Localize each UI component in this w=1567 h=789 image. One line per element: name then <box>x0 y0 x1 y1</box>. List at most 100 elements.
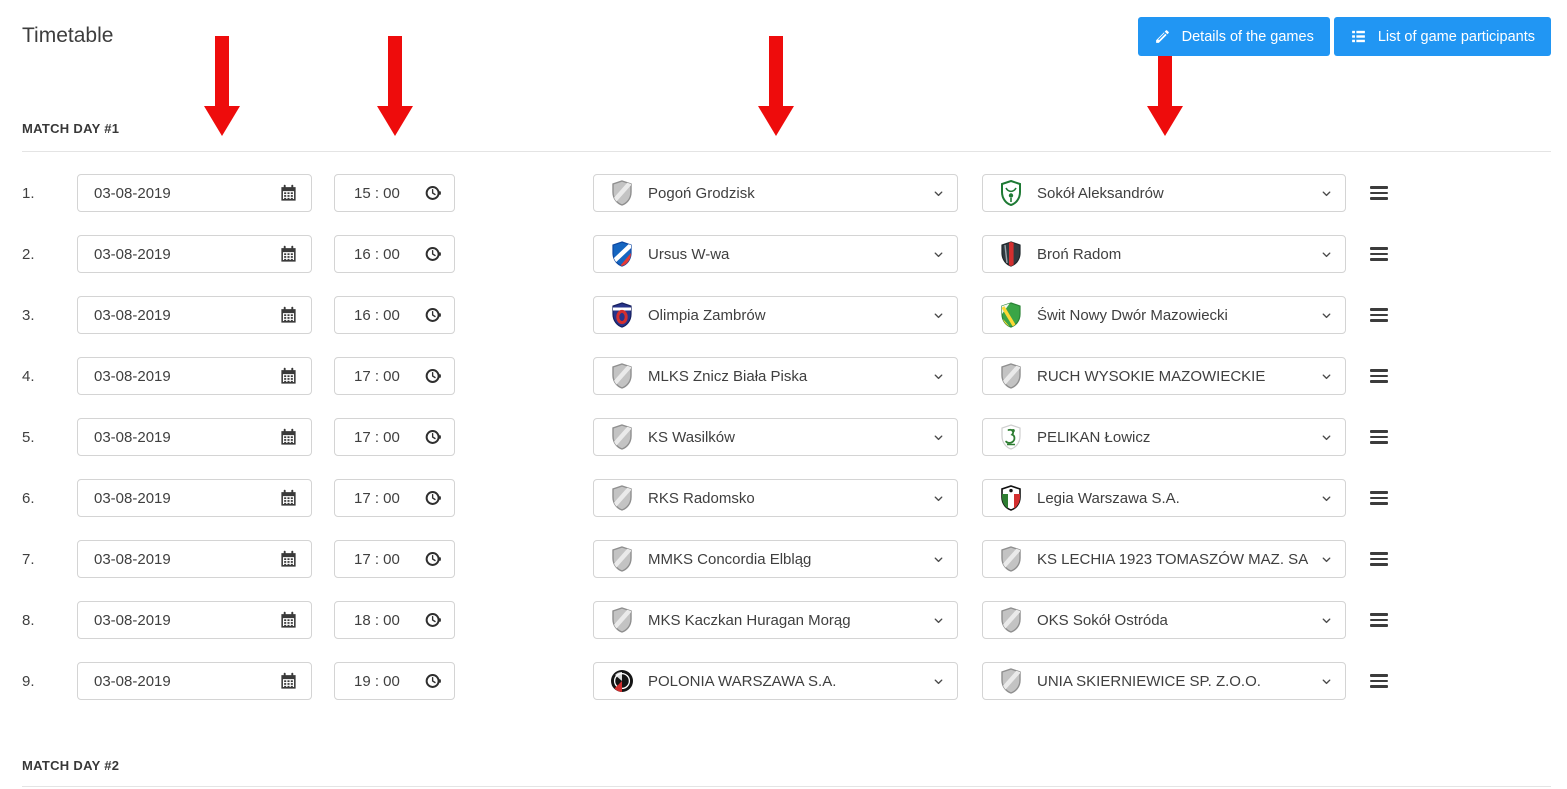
time-value: 19 : 00 <box>354 672 400 690</box>
calendar-icon[interactable] <box>279 245 298 264</box>
away-team-select[interactable]: Broń Radom <box>982 235 1346 273</box>
drag-handle-icon[interactable] <box>1370 308 1388 322</box>
clock-icon[interactable] <box>424 611 442 629</box>
date-input[interactable]: 03-08-2019 <box>77 662 312 700</box>
home-team-name: RKS Radomsko <box>648 489 755 507</box>
clock-icon[interactable] <box>424 672 442 690</box>
date-input[interactable]: 03-08-2019 <box>77 418 312 456</box>
chevron-down-icon <box>932 309 945 322</box>
clock-icon[interactable] <box>424 367 442 385</box>
home-team-name: MLKS Znicz Biała Piska <box>648 367 808 385</box>
calendar-icon[interactable] <box>279 550 298 569</box>
drag-handle-icon[interactable] <box>1370 674 1388 688</box>
match-number: 9. <box>22 672 35 690</box>
chevron-down-icon <box>932 675 945 688</box>
time-value: 16 : 00 <box>354 306 400 324</box>
date-input[interactable]: 03-08-2019 <box>77 540 312 578</box>
calendar-icon[interactable] <box>279 184 298 203</box>
date-input[interactable]: 03-08-2019 <box>77 357 312 395</box>
away-team-select[interactable]: Legia Warszawa S.A. <box>982 479 1346 517</box>
date-input[interactable]: 03-08-2019 <box>77 601 312 639</box>
chevron-down-icon <box>1320 187 1333 200</box>
match-number: 6. <box>22 489 35 507</box>
match-row: 9. 03-08-2019 19 : 00 POLONIA WARSZAWA S… <box>0 662 1567 700</box>
home-team-select[interactable]: MLKS Znicz Biała Piska <box>593 357 958 395</box>
date-input[interactable]: 03-08-2019 <box>77 479 312 517</box>
home-team-select[interactable]: Olimpia Zambrów <box>593 296 958 334</box>
calendar-icon[interactable] <box>279 672 298 691</box>
chevron-down-icon <box>1320 492 1333 505</box>
red-arrow-annotation-time <box>377 36 413 136</box>
away-team-crest-icon <box>998 485 1023 511</box>
clock-icon[interactable] <box>424 550 442 568</box>
time-input[interactable]: 16 : 00 <box>334 296 455 334</box>
home-team-name: MMKS Concordia Elbląg <box>648 550 812 568</box>
drag-handle-icon[interactable] <box>1370 491 1388 505</box>
calendar-icon[interactable] <box>279 367 298 386</box>
drag-handle-icon[interactable] <box>1370 430 1388 444</box>
away-team-select[interactable]: UNIA SKIERNIEWICE SP. Z.O.O. <box>982 662 1346 700</box>
date-value: 03-08-2019 <box>94 245 171 263</box>
time-input[interactable]: 17 : 00 <box>334 357 455 395</box>
match-row: 8. 03-08-2019 18 : 00 MKS Kaczkan Huraga… <box>0 601 1567 639</box>
date-input[interactable]: 03-08-2019 <box>77 174 312 212</box>
section-divider <box>22 786 1551 787</box>
time-value: 17 : 00 <box>354 550 400 568</box>
clock-icon[interactable] <box>424 245 442 263</box>
clock-icon[interactable] <box>424 306 442 324</box>
time-input[interactable]: 17 : 00 <box>334 479 455 517</box>
clock-icon[interactable] <box>424 184 442 202</box>
away-team-name: Sokół Aleksandrów <box>1037 184 1164 202</box>
calendar-icon[interactable] <box>279 306 298 325</box>
home-team-select[interactable]: MMKS Concordia Elbląg <box>593 540 958 578</box>
drag-handle-icon[interactable] <box>1370 552 1388 566</box>
away-team-name: KS LECHIA 1923 TOMASZÓW MAZ. SA <box>1037 550 1309 568</box>
away-team-select[interactable]: RUCH WYSOKIE MAZOWIECKIE <box>982 357 1346 395</box>
drag-handle-icon[interactable] <box>1370 247 1388 261</box>
chevron-down-icon <box>932 492 945 505</box>
calendar-icon[interactable] <box>279 489 298 508</box>
home-team-crest-icon <box>609 668 634 694</box>
away-team-select[interactable]: Sokół Aleksandrów <box>982 174 1346 212</box>
time-value: 17 : 00 <box>354 428 400 446</box>
home-team-select[interactable]: RKS Radomsko <box>593 479 958 517</box>
away-team-crest-icon <box>998 180 1023 206</box>
home-team-name: Olimpia Zambrów <box>648 306 766 324</box>
time-input[interactable]: 17 : 00 <box>334 418 455 456</box>
away-team-select[interactable]: KS LECHIA 1923 TOMASZÓW MAZ. SA <box>982 540 1346 578</box>
time-input[interactable]: 16 : 00 <box>334 235 455 273</box>
clock-icon[interactable] <box>424 489 442 507</box>
home-team-select[interactable]: Pogoń Grodzisk <box>593 174 958 212</box>
drag-handle-icon[interactable] <box>1370 186 1388 200</box>
date-input[interactable]: 03-08-2019 <box>77 296 312 334</box>
list-of-participants-button[interactable]: List of game participants <box>1333 17 1551 56</box>
away-team-name: OKS Sokół Ostróda <box>1037 611 1168 629</box>
away-team-select[interactable]: Świt Nowy Dwór Mazowiecki <box>982 296 1346 334</box>
calendar-icon[interactable] <box>279 611 298 630</box>
drag-handle-icon[interactable] <box>1370 613 1388 627</box>
time-input[interactable]: 18 : 00 <box>334 601 455 639</box>
list-icon <box>1350 28 1367 45</box>
calendar-icon[interactable] <box>279 428 298 447</box>
home-team-select[interactable]: MKS Kaczkan Huragan Morąg <box>593 601 958 639</box>
home-team-crest-icon <box>609 180 634 206</box>
time-input[interactable]: 15 : 00 <box>334 174 455 212</box>
away-team-select[interactable]: OKS Sokół Ostróda <box>982 601 1346 639</box>
drag-handle-icon[interactable] <box>1370 369 1388 383</box>
time-input[interactable]: 19 : 00 <box>334 662 455 700</box>
away-team-crest-icon <box>998 302 1023 328</box>
home-team-select[interactable]: Ursus W-wa <box>593 235 958 273</box>
toolbar: Details of the games List of game partic… <box>1137 17 1551 56</box>
time-input[interactable]: 17 : 00 <box>334 540 455 578</box>
away-team-select[interactable]: PELIKAN Łowicz <box>982 418 1346 456</box>
clock-icon[interactable] <box>424 428 442 446</box>
match-number: 1. <box>22 184 35 202</box>
red-arrow-annotation-home-team <box>758 36 794 136</box>
match-row: 3. 03-08-2019 16 : 00 Olimpia Zambrów Św… <box>0 296 1567 334</box>
details-of-games-button[interactable]: Details of the games <box>1137 17 1330 56</box>
date-input[interactable]: 03-08-2019 <box>77 235 312 273</box>
date-value: 03-08-2019 <box>94 367 171 385</box>
home-team-select[interactable]: POLONIA WARSZAWA S.A. <box>593 662 958 700</box>
match-row: 5. 03-08-2019 17 : 00 KS Wasilków PELIKA… <box>0 418 1567 456</box>
home-team-select[interactable]: KS Wasilków <box>593 418 958 456</box>
